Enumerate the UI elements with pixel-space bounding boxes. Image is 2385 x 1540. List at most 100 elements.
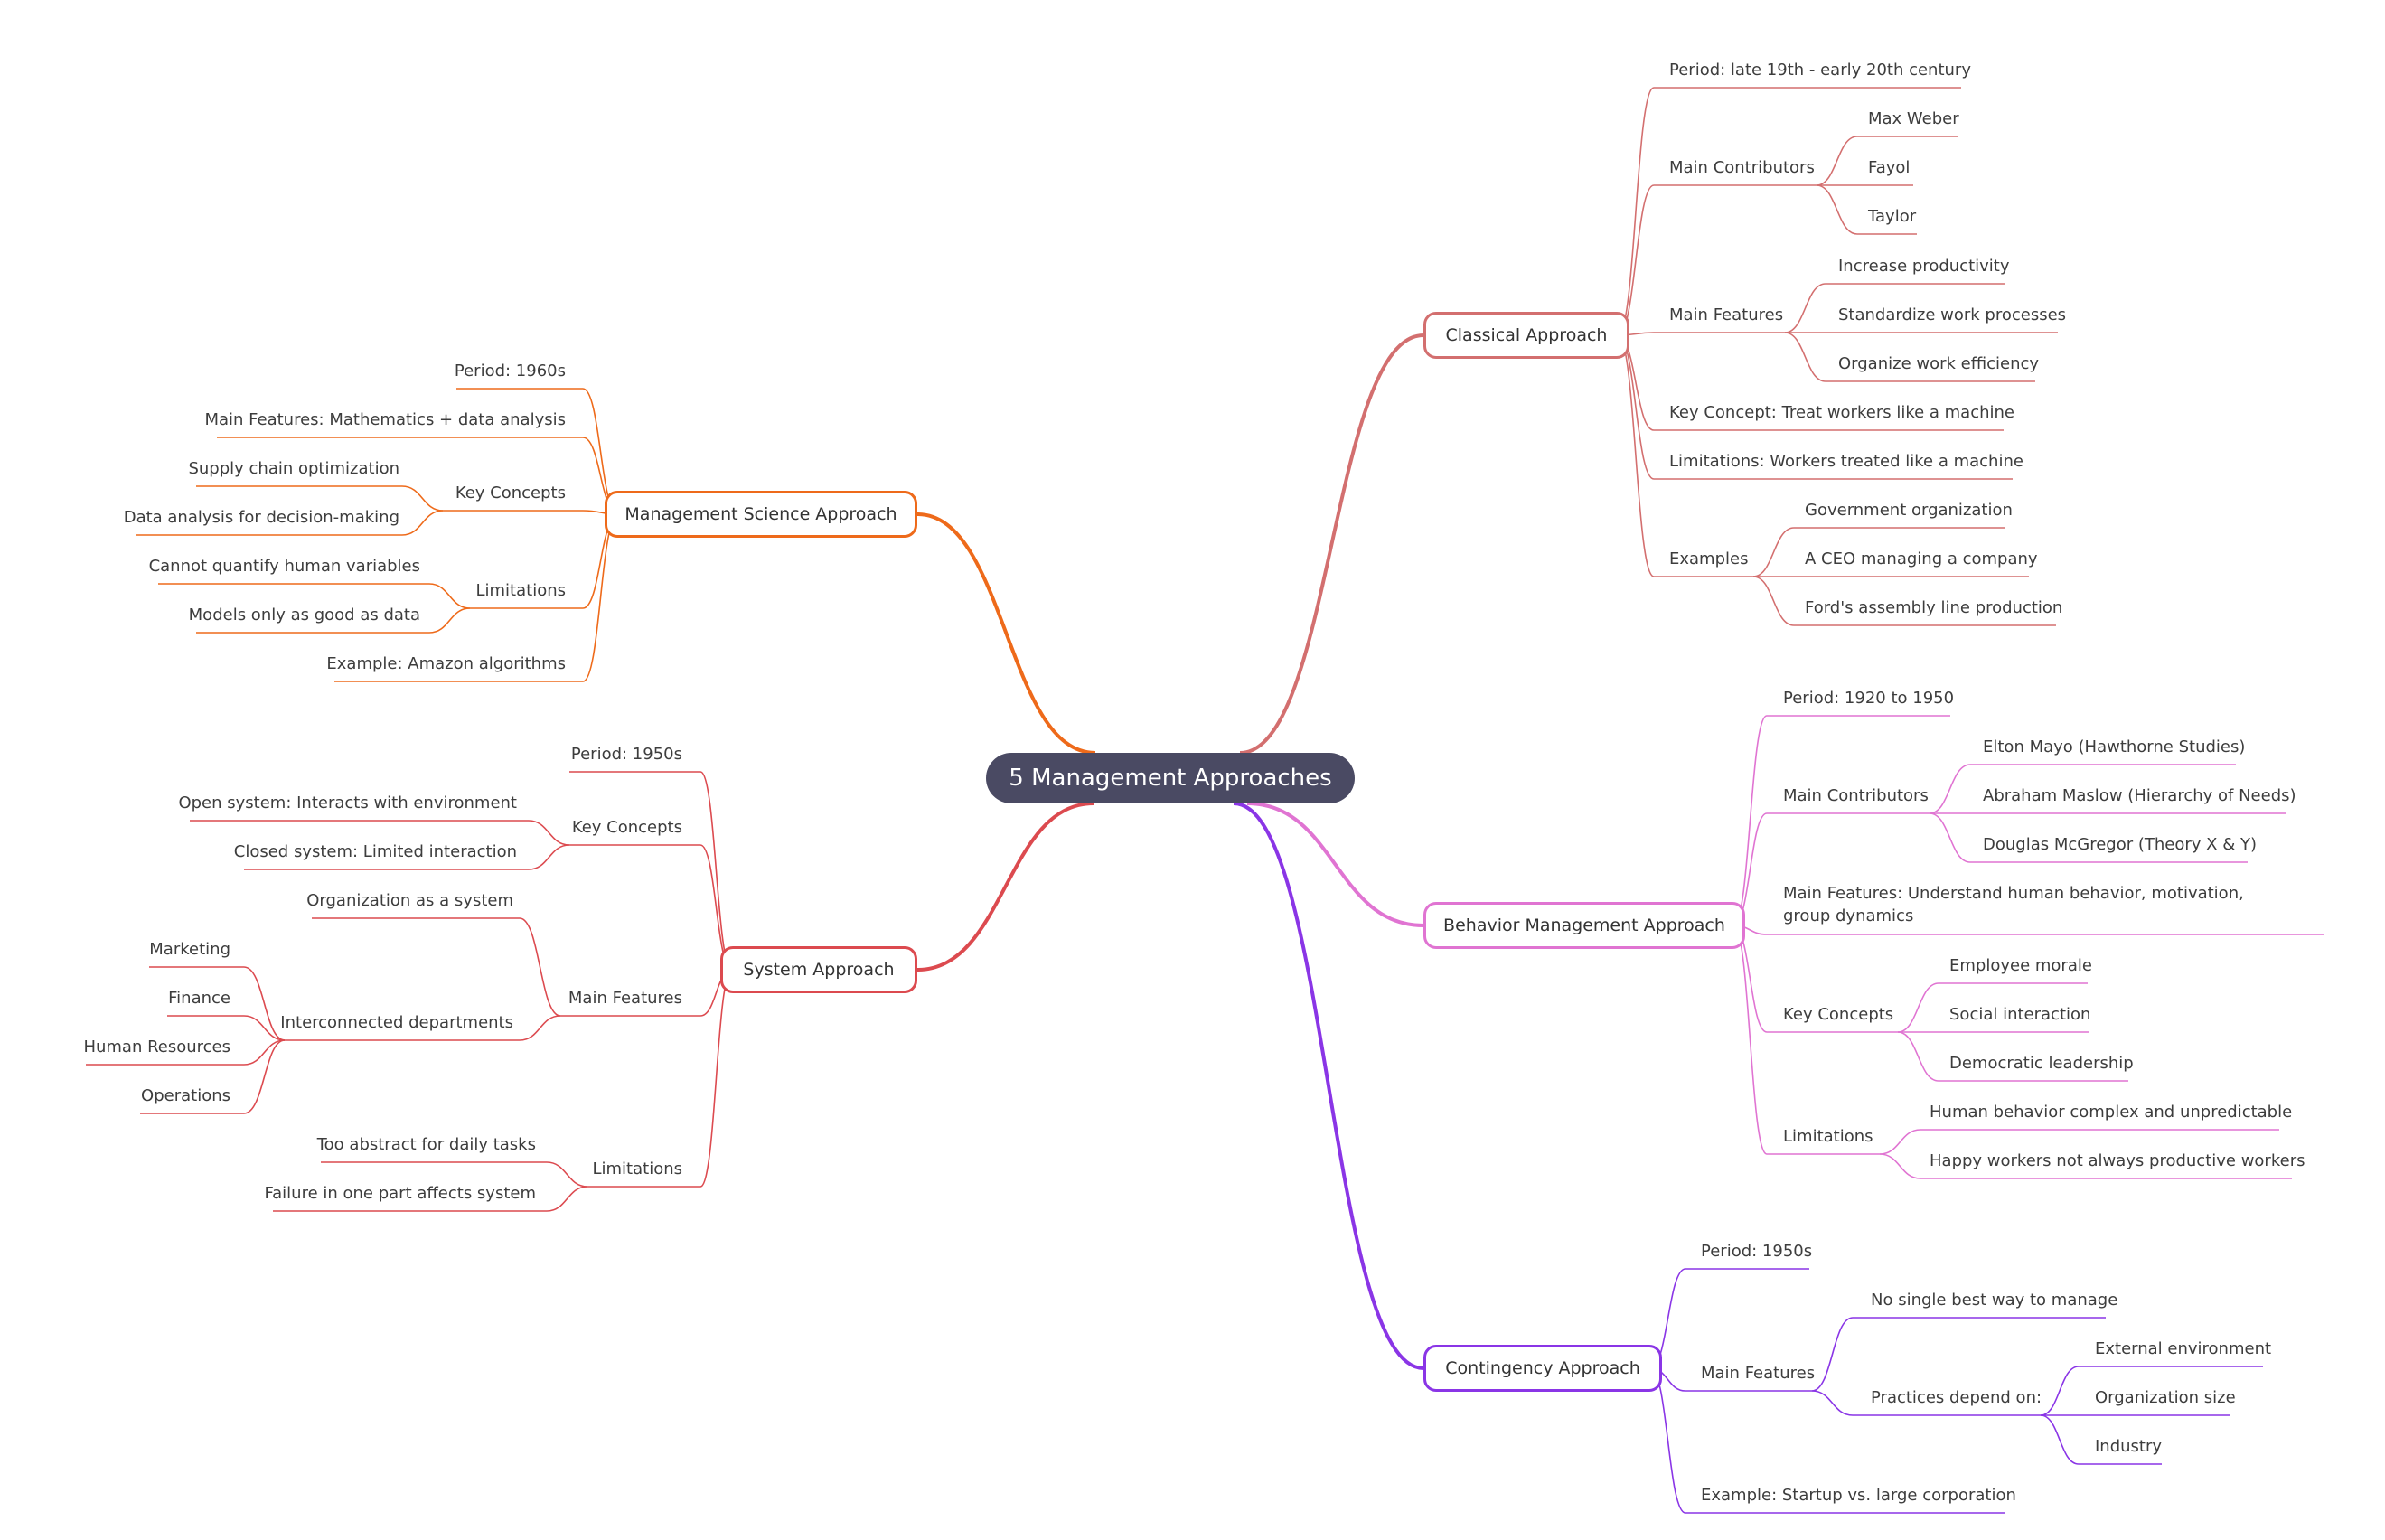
connector xyxy=(1816,184,1858,235)
connector xyxy=(1732,925,1768,1155)
behavior-features[interactable]: Main Features: Understand human behavior… xyxy=(1783,884,2244,925)
connector xyxy=(528,844,570,870)
topic-behavior-management-approach[interactable]: Behavior Management Approach xyxy=(1423,902,1745,949)
system-department[interactable]: Human Resources xyxy=(83,1038,230,1056)
classical-example[interactable]: A CEO managing a company xyxy=(1805,549,2038,568)
topic-management-science-approach[interactable]: Management Science Approach xyxy=(605,491,917,538)
connector xyxy=(519,1015,561,1041)
system-concept[interactable]: Open system: Interacts with environment xyxy=(178,793,517,812)
system-department[interactable]: Marketing xyxy=(149,940,230,959)
classical-example[interactable]: Government organization xyxy=(1805,501,2013,520)
contingency-practice[interactable]: Industry xyxy=(2095,1437,2163,1456)
behavior-limitations-label[interactable]: Limitations xyxy=(1783,1127,1873,1146)
classical-feature[interactable]: Organize work efficiency xyxy=(1838,354,2040,373)
contingency-practice[interactable]: Organization size xyxy=(2095,1388,2236,1407)
classical-contributor[interactable]: Max Weber xyxy=(1868,109,1959,128)
behavior-contributor[interactable]: Abraham Maslow (Hierarchy of Needs) xyxy=(1983,786,2296,805)
system-concept[interactable]: Closed system: Limited interaction xyxy=(233,842,517,861)
contingency-example[interactable]: Example: Startup vs. large corporation xyxy=(1701,1486,2016,1505)
connector xyxy=(1233,802,1424,1370)
behavior-period[interactable]: Period: 1920 to 1950 xyxy=(1783,689,1955,708)
classical-feature[interactable]: Increase productivity xyxy=(1838,257,2010,276)
root-topic[interactable]: 5 Management Approaches xyxy=(986,753,1355,803)
topic-classical-approach[interactable]: Classical Approach xyxy=(1423,312,1629,359)
behavior-concept[interactable]: Social interaction xyxy=(1949,1005,2091,1024)
connector xyxy=(1879,1129,1921,1155)
system-department[interactable]: Finance xyxy=(168,989,230,1008)
contingency-period[interactable]: Period: 1950s xyxy=(1701,1242,1813,1261)
classical-example[interactable]: Ford's assembly line production xyxy=(1805,598,2063,617)
connector xyxy=(528,820,570,846)
system-limitation[interactable]: Failure in one part affects system xyxy=(264,1184,536,1203)
connector xyxy=(1897,982,1939,1033)
connector xyxy=(1897,1031,1939,1082)
mgmt-limitations-label[interactable]: Limitations xyxy=(475,581,566,600)
connector xyxy=(243,1039,286,1114)
mgmt-concept[interactable]: Supply chain optimization xyxy=(188,459,399,478)
connector xyxy=(1784,332,1826,382)
system-limitations-label[interactable]: Limitations xyxy=(592,1160,682,1178)
connector xyxy=(1811,1317,1854,1392)
system-concepts-label[interactable]: Key Concepts xyxy=(571,818,682,837)
classical-contributor[interactable]: Fayol xyxy=(1868,158,1911,177)
system-organization-as-system[interactable]: Organization as a system xyxy=(306,891,513,910)
connector xyxy=(1617,334,1655,578)
classical-key-concept[interactable]: Key Concept: Treat workers like a machin… xyxy=(1669,403,2014,422)
classical-period[interactable]: Period: late 19th - early 20th century xyxy=(1669,61,1971,80)
behavior-contributor[interactable]: Douglas McGregor (Theory X & Y) xyxy=(1983,835,2257,854)
connector xyxy=(1811,1390,1854,1416)
connector xyxy=(1929,812,1971,863)
classical-contributor[interactable]: Taylor xyxy=(1868,207,1917,226)
classical-examples-label[interactable]: Examples xyxy=(1669,549,1749,568)
topic-system-approach[interactable]: System Approach xyxy=(720,946,917,993)
connector xyxy=(582,513,619,682)
connector xyxy=(428,607,471,634)
mgmt-period[interactable]: Period: 1960s xyxy=(454,362,566,380)
contingency-practice[interactable]: External environment xyxy=(2095,1339,2272,1358)
connector xyxy=(1784,283,1826,333)
system-period[interactable]: Period: 1950s xyxy=(570,745,682,764)
topic-contingency-approach[interactable]: Contingency Approach xyxy=(1423,1345,1662,1392)
mgmt-concepts-label[interactable]: Key Concepts xyxy=(455,484,566,502)
connector xyxy=(428,583,471,609)
connector xyxy=(1617,87,1655,336)
connector xyxy=(519,917,561,1017)
system-department[interactable]: Operations xyxy=(141,1086,230,1105)
connector xyxy=(243,1015,286,1041)
classical-contributors-label[interactable]: Main Contributors xyxy=(1669,158,1815,177)
connector xyxy=(1246,802,1424,927)
mgmt-concept[interactable]: Data analysis for decision-making xyxy=(123,508,399,527)
mgmt-limitation[interactable]: Models only as good as data xyxy=(188,606,420,624)
behavior-concept[interactable]: Employee morale xyxy=(1949,956,2092,975)
system-interconnected-label[interactable]: Interconnected departments xyxy=(280,1013,513,1032)
connector xyxy=(2040,1414,2080,1465)
connector xyxy=(1816,136,1858,186)
connector xyxy=(700,969,733,1188)
behavior-concepts-label[interactable]: Key Concepts xyxy=(1783,1005,1894,1024)
mgmt-example[interactable]: Example: Amazon algorithms xyxy=(326,654,566,673)
behavior-limitation[interactable]: Human behavior complex and unpredictable xyxy=(1930,1103,2293,1122)
contingency-features-label[interactable]: Main Features xyxy=(1701,1364,1816,1383)
contingency-practices-label[interactable]: Practices depend on: xyxy=(1871,1388,2042,1407)
connector xyxy=(243,1039,286,1066)
connector xyxy=(401,485,444,512)
connector xyxy=(243,966,286,1041)
connector xyxy=(1929,764,1971,814)
behavior-concept[interactable]: Democratic leadership xyxy=(1949,1054,2134,1073)
classical-feature[interactable]: Standardize work processes xyxy=(1838,305,2067,324)
connector xyxy=(916,512,1096,755)
system-features-label[interactable]: Main Features xyxy=(568,989,682,1008)
classical-features-label[interactable]: Main Features xyxy=(1669,305,1784,324)
connector xyxy=(401,510,444,536)
mgmt-limitation[interactable]: Cannot quantify human variables xyxy=(148,557,420,576)
connector xyxy=(1239,333,1424,755)
behavior-limitation[interactable]: Happy workers not always productive work… xyxy=(1930,1151,2305,1170)
mgmt-features[interactable]: Main Features: Mathematics + data analys… xyxy=(204,410,566,429)
system-limitation[interactable]: Too abstract for daily tasks xyxy=(316,1135,536,1154)
behavior-contributor[interactable]: Elton Mayo (Hawthorne Studies) xyxy=(1983,737,2246,756)
contingency-no-single-best-way[interactable]: No single best way to manage xyxy=(1871,1291,2118,1310)
classical-limitations[interactable]: Limitations: Workers treated like a mach… xyxy=(1669,452,2023,471)
connector xyxy=(916,802,1094,972)
behavior-contributors-label[interactable]: Main Contributors xyxy=(1783,786,1929,805)
connector xyxy=(700,771,733,971)
